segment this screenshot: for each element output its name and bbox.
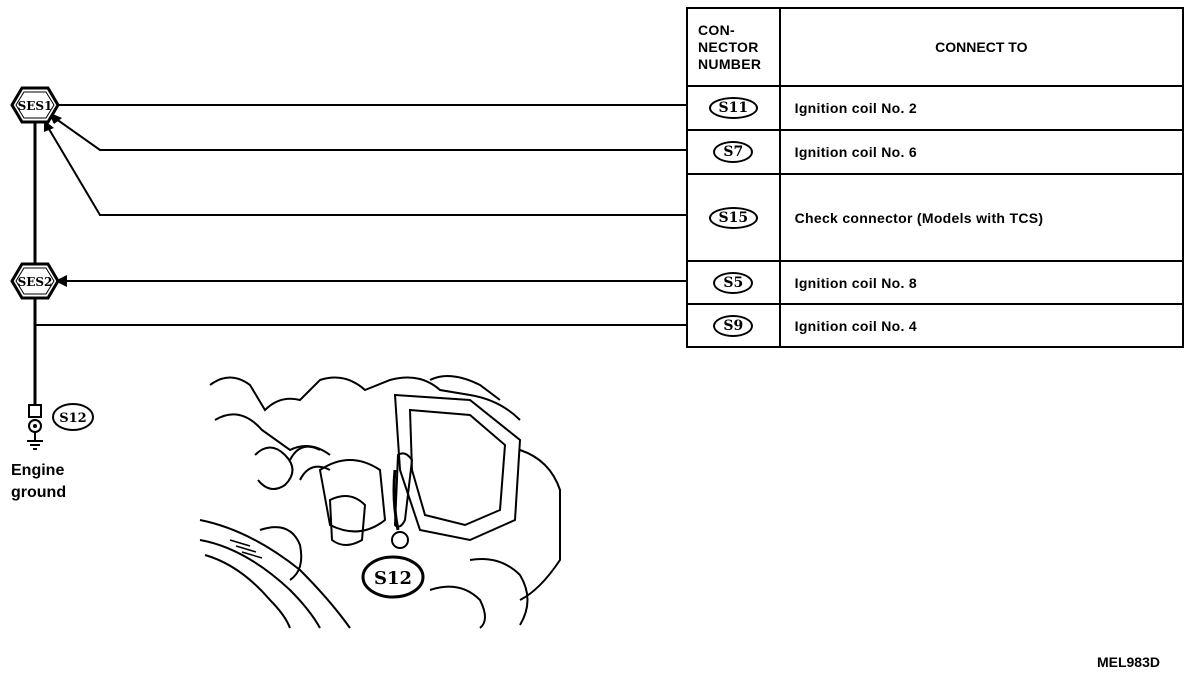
connector-cell: S15 — [686, 173, 781, 262]
connect-to-cell: Check connector (Models with TCS) — [778, 173, 1184, 262]
ses2-junction: SES2 — [10, 262, 60, 300]
connect-to-cell: Ignition coil No. 6 — [778, 129, 1184, 175]
connect-to-cell: Ignition coil No. 8 — [778, 260, 1184, 305]
table-row: S7 Ignition coil No. 6 — [686, 129, 1184, 175]
connector-cell: S5 — [686, 260, 781, 305]
engine-ground-label: Engine ground — [11, 460, 66, 504]
connect-to-cell: Ignition coil No. 4 — [778, 303, 1184, 348]
header-connect-to: CONNECT TO — [778, 7, 1184, 87]
ses2-label: SES2 — [18, 275, 53, 289]
ground-connector-callout: S12 — [52, 403, 94, 431]
table-row: S15 Check connector (Models with TCS) — [686, 173, 1184, 262]
table-row: S9 Ignition coil No. 4 — [686, 303, 1184, 348]
connector-badge: S9 — [713, 314, 754, 337]
table-row: S5 Ignition coil No. 8 — [686, 260, 1184, 305]
ground-icon — [27, 404, 43, 450]
ses1-junction: SES1 — [10, 86, 60, 124]
wire-s7 — [51, 115, 688, 151]
connector-cell: S9 — [686, 303, 781, 348]
connector-badge: S15 — [708, 206, 759, 229]
engine-ground-line1: Engine — [11, 462, 65, 479]
connector-badge: S7 — [713, 141, 754, 163]
wire-s15 — [45, 123, 688, 216]
ses1-label: SES1 — [18, 99, 53, 113]
illustration-connector-callout: S12 — [361, 555, 425, 599]
connector-badge: S11 — [708, 97, 759, 119]
connector-table: CON- NECTOR NUMBER CONNECT TO S11 Igniti… — [686, 7, 1184, 348]
connector-badge: S5 — [713, 271, 754, 294]
connect-to-cell: Ignition coil No. 2 — [778, 85, 1184, 131]
connector-cell: S11 — [686, 85, 781, 131]
engine-ground-line2: ground — [11, 484, 67, 501]
table-header-row: CON- NECTOR NUMBER CONNECT TO — [686, 7, 1184, 87]
figure-code: MEL983D — [1096, 654, 1160, 670]
arrow-head-s5 — [55, 275, 67, 287]
engine-illustration — [199, 375, 561, 629]
connector-cell: S7 — [686, 129, 781, 175]
ground-connector-label: S12 — [59, 411, 86, 426]
illustration-callout-label: S12 — [374, 568, 412, 589]
table-row: S11 Ignition coil No. 2 — [686, 85, 1184, 131]
header-connector-number: CON- NECTOR NUMBER — [686, 7, 781, 87]
